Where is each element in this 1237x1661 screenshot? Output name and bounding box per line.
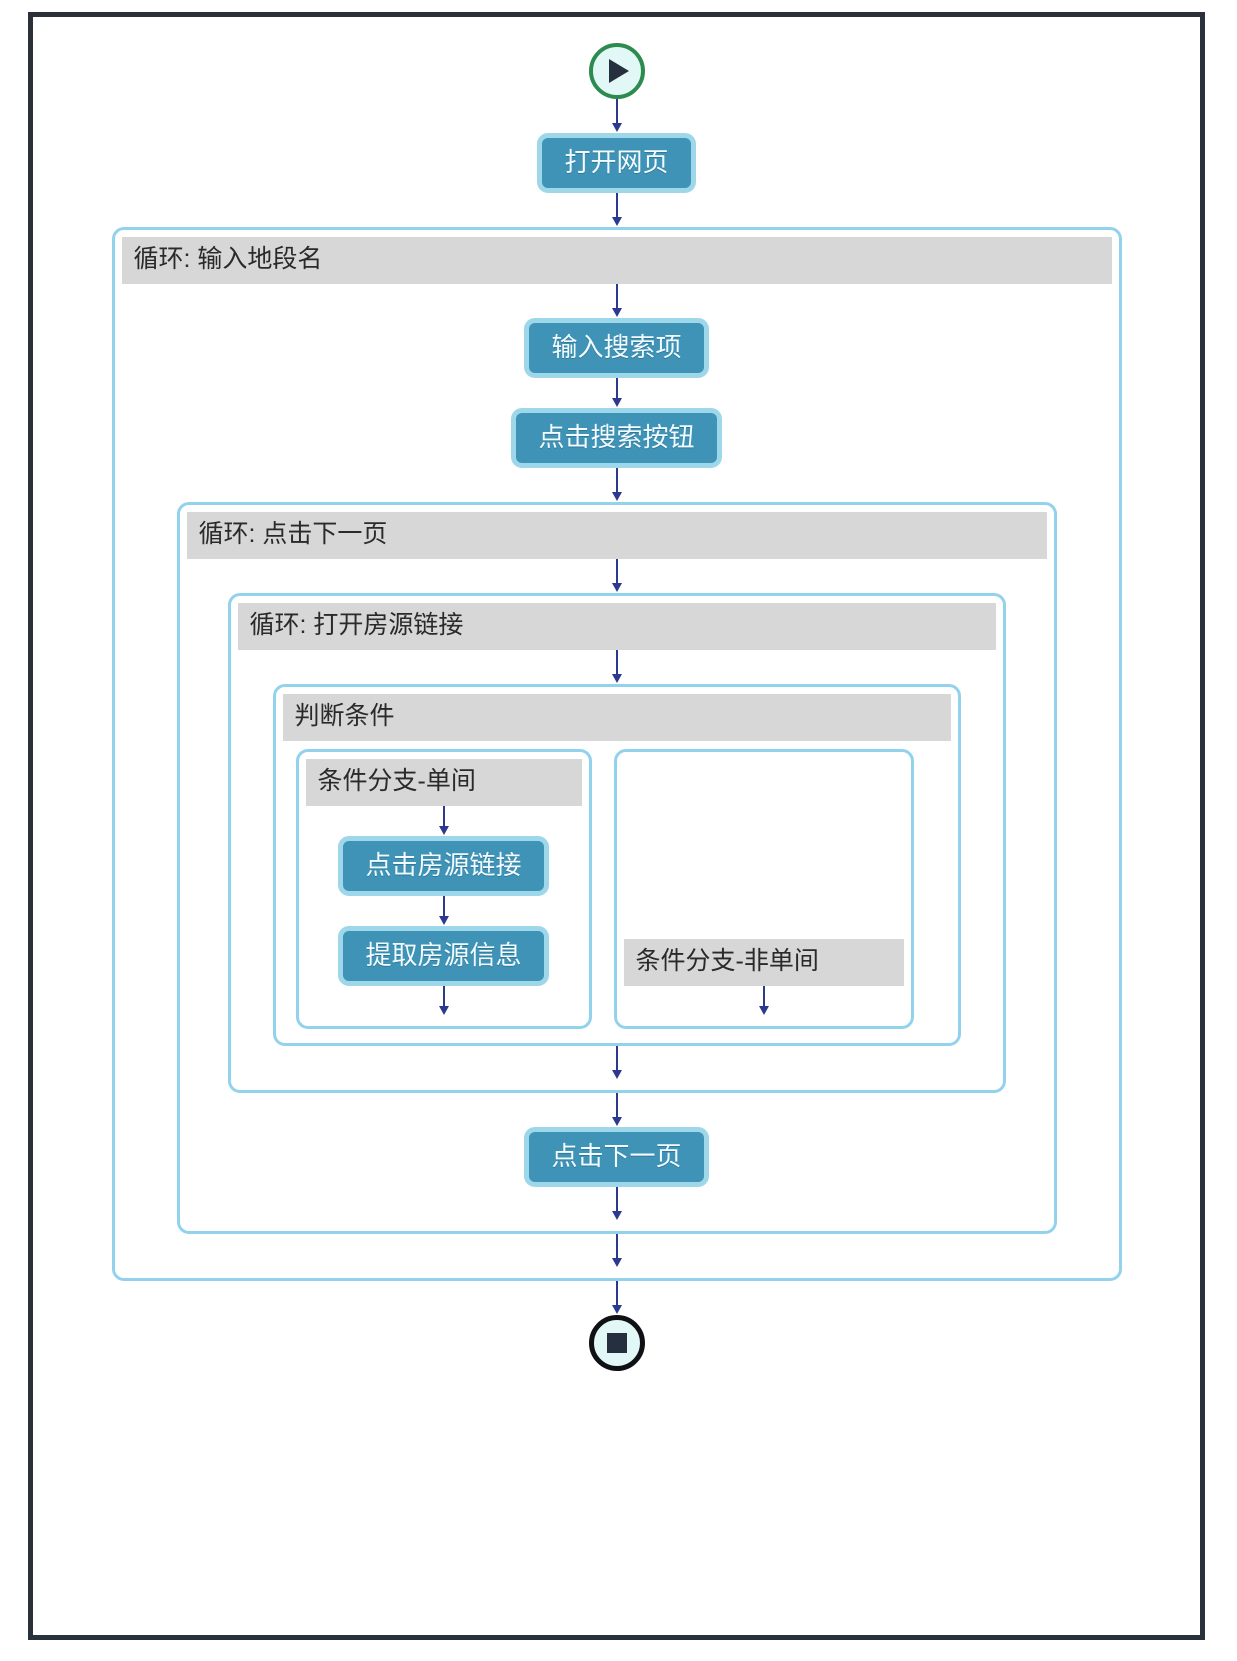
step-click-search[interactable]: 点击搜索按钮 (511, 408, 722, 468)
connector-arrow (610, 1187, 624, 1221)
end-node[interactable] (588, 1315, 645, 1371)
loop-district-container[interactable]: 循环: 输入地段名 输入搜索项 点击搜索按钮 循环: 点击下一页 循环: 打开房… (111, 227, 1122, 1281)
connector-arrow (610, 650, 624, 684)
loop-open-listing-title: 循环: 打开房源链接 (237, 603, 996, 650)
connector-arrow (610, 1046, 624, 1080)
connector-arrow (610, 99, 624, 133)
branch-not-single-body: 条件分支-非单间 (617, 752, 911, 1016)
connector-arrow (610, 1234, 624, 1268)
loop-district-title: 循环: 输入地段名 (121, 237, 1112, 284)
connector-arrow (610, 1093, 624, 1127)
branch-not-single-container[interactable]: 条件分支-非单间 (613, 749, 914, 1029)
step-click-next-page[interactable]: 点击下一页 (524, 1127, 709, 1187)
branch-single-container[interactable]: 条件分支-单间 点击房源链接 提取房源信息 (295, 749, 592, 1029)
condition-container[interactable]: 判断条件 条件分支-单间 点击房源链接 (272, 684, 961, 1046)
connector-arrow (610, 468, 624, 502)
connector-arrow (610, 559, 624, 593)
flowchart-canvas: 打开网页 循环: 输入地段名 输入搜索项 点击搜索按钮 循环: 点击下一页 (28, 12, 1205, 1640)
connector-arrow (437, 806, 451, 836)
step-input-search[interactable]: 输入搜索项 (524, 318, 709, 378)
connector-arrow (610, 378, 624, 408)
step-extract-listing-info[interactable]: 提取房源信息 (338, 926, 549, 986)
branch-not-single-title: 条件分支-非单间 (623, 939, 904, 986)
stop-icon (606, 1333, 627, 1353)
condition-branch-row: 条件分支-单间 点击房源链接 提取房源信息 (276, 749, 958, 1029)
step-click-listing-link[interactable]: 点击房源链接 (338, 836, 549, 896)
step-open-page[interactable]: 打开网页 (537, 133, 696, 193)
connector-arrow (437, 986, 451, 1016)
branch-single-body: 点击房源链接 提取房源信息 (299, 806, 589, 1016)
loop-district-body: 输入搜索项 点击搜索按钮 循环: 点击下一页 循环: 打开房源链接 (115, 284, 1119, 1268)
loop-next-page-body: 循环: 打开房源链接 判断条件 条件分支-单间 (180, 559, 1054, 1221)
branch-single-title: 条件分支-单间 (305, 759, 582, 806)
connector-arrow (437, 896, 451, 926)
start-node[interactable] (588, 43, 645, 99)
loop-next-page-title: 循环: 点击下一页 (186, 512, 1047, 559)
connector-arrow (610, 193, 624, 227)
condition-title: 判断条件 (282, 694, 951, 741)
play-icon (609, 59, 629, 83)
connector-arrow (610, 284, 624, 318)
loop-open-listing-body: 判断条件 条件分支-单间 点击房源链接 (231, 650, 1003, 1080)
flow-root: 打开网页 循环: 输入地段名 输入搜索项 点击搜索按钮 循环: 点击下一页 (33, 17, 1200, 1371)
connector-arrow (610, 1281, 624, 1315)
loop-next-page-container[interactable]: 循环: 点击下一页 循环: 打开房源链接 判断条件 (176, 502, 1057, 1234)
connector-arrow (757, 986, 771, 1016)
loop-open-listing-container[interactable]: 循环: 打开房源链接 判断条件 条件分支-单间 (227, 593, 1006, 1093)
